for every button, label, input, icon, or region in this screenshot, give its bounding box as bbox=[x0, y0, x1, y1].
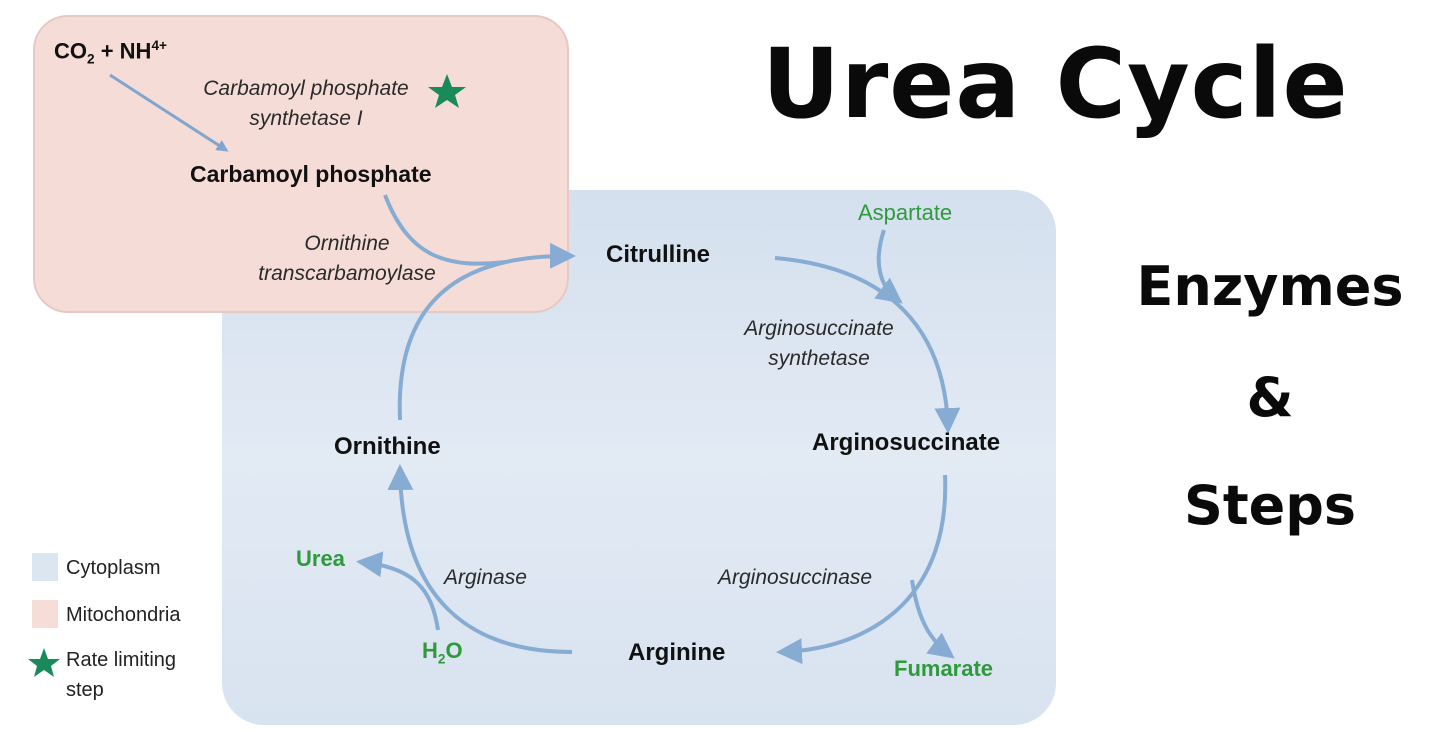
subtitle-steps: Steps bbox=[1183, 474, 1357, 537]
arrow-ornithine-to-citrulline bbox=[397, 242, 576, 421]
legend-star-icon bbox=[28, 648, 60, 677]
metabolite-citrulline: Citrulline bbox=[606, 241, 711, 268]
subtitle-ampersand: & bbox=[1246, 366, 1294, 429]
page-title: Urea Cycle bbox=[762, 28, 1349, 140]
legend-mitochondria-swatch bbox=[32, 600, 58, 628]
metabolite-argininosuccinate: Arginosuccinate bbox=[812, 429, 1001, 456]
enzyme-carbamoyl-phosphate-synthetase: Carbamoyl phosphate synthetase I bbox=[203, 77, 409, 130]
legend-cytoplasm-label: Cytoplasm bbox=[66, 557, 161, 579]
metabolite-aspartate: Aspartate bbox=[858, 200, 953, 225]
metabolite-carbamoyl-phosphate: Carbamoyl phosphate bbox=[190, 161, 432, 187]
enzyme-ornithine-transcarbamoylase: Ornithine transcarbamoylase bbox=[258, 232, 436, 285]
arrow-carbamoyl-to-citrulline bbox=[383, 194, 506, 266]
legend-cytoplasm-swatch bbox=[32, 553, 58, 581]
legend-mitochondria-label: Mitochondria bbox=[66, 604, 181, 626]
arrow-citrulline-to-argininosuccinate bbox=[774, 256, 961, 434]
arrow-aspartate-entry bbox=[874, 229, 903, 304]
subtitle-enzymes: Enzymes bbox=[1136, 255, 1404, 318]
metabolite-arginine: Arginine bbox=[628, 639, 726, 666]
enzyme-argininosuccinase: Arginosuccinase bbox=[718, 566, 873, 589]
arrow-argininosuccinate-to-arginine bbox=[776, 474, 948, 665]
legend-rate-limiting-label: Rate limiting step bbox=[66, 649, 177, 701]
arrow-arginine-to-ornithine bbox=[387, 464, 573, 654]
enzyme-argininosuccinate-synthetase: Arginosuccinate synthetase bbox=[744, 317, 894, 370]
arrow-water-to-urea bbox=[356, 551, 440, 631]
metabolite-ornithine: Ornithine bbox=[334, 433, 441, 460]
metabolite-water: H2O bbox=[422, 638, 463, 667]
arrow-fumarate-exit bbox=[910, 579, 955, 659]
rate-limiting-star-icon bbox=[428, 74, 466, 108]
metabolite-fumarate: Fumarate bbox=[894, 656, 994, 681]
enzyme-arginase: Arginase bbox=[444, 566, 527, 589]
arrow-co2-to-carbamoyl bbox=[109, 73, 229, 152]
metabolite-urea: Urea bbox=[296, 546, 345, 571]
co2-nh4-label: CO2 + NH4+ bbox=[54, 38, 167, 67]
